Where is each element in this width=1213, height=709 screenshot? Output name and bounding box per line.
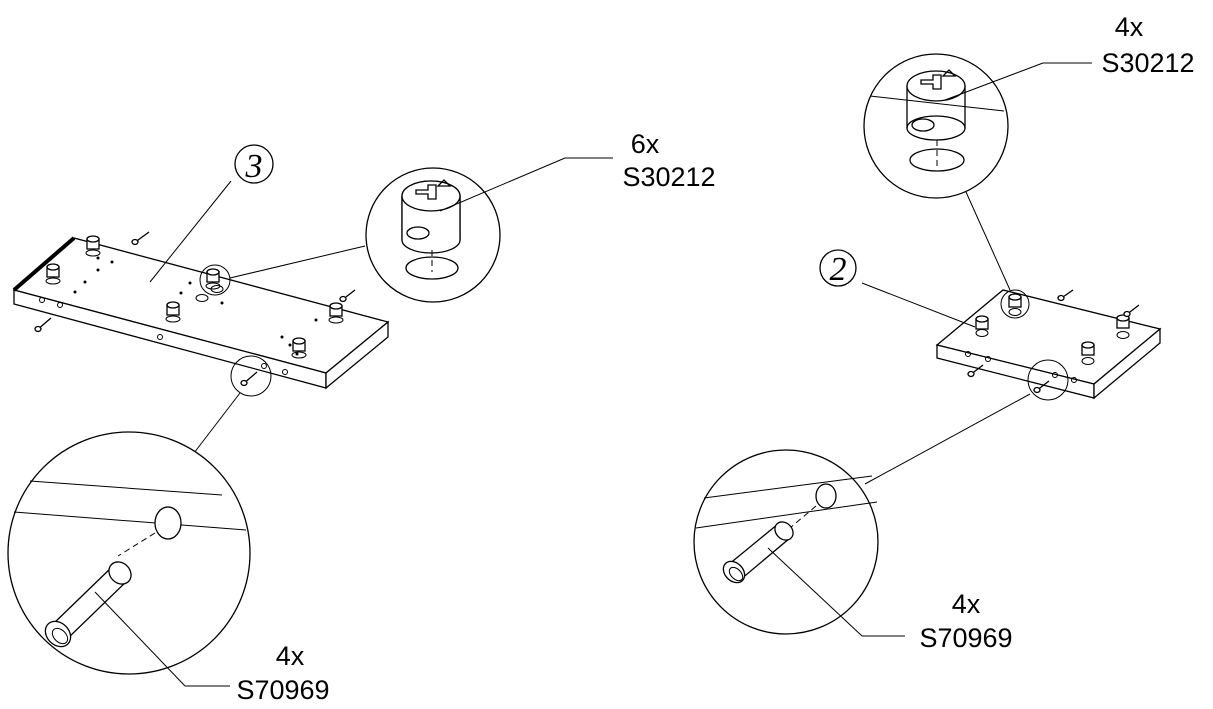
cam-lock bbox=[328, 302, 344, 324]
left-cam-zoom bbox=[365, 157, 613, 303]
left-cam-quantity: 6x bbox=[631, 129, 660, 159]
right-dowel-quantity: 4x bbox=[952, 589, 981, 619]
cam-lock bbox=[165, 301, 181, 323]
cam-lock bbox=[975, 315, 989, 330]
cam-lock bbox=[291, 337, 307, 359]
part-number-3: 3 bbox=[245, 148, 263, 185]
left-dowel-zoom bbox=[7, 431, 251, 687]
left-dowels bbox=[34, 231, 356, 387]
right-assembly: 2 4x S30212 4x S70969 bbox=[693, 12, 1195, 653]
right-cam-detail-marker bbox=[1000, 289, 1030, 319]
left-dowel-quantity: 4x bbox=[276, 641, 305, 671]
right-dowels bbox=[967, 289, 1140, 394]
cam-lock bbox=[1008, 293, 1022, 308]
cam-lock bbox=[205, 268, 221, 290]
cam-lock bbox=[85, 235, 101, 257]
right-dowel-detail-marker bbox=[1027, 359, 1069, 401]
right-panel bbox=[935, 289, 1162, 400]
right-cam-zoom bbox=[863, 53, 1092, 199]
part-number-3-badge: 3 bbox=[234, 144, 274, 185]
part-number-2-badge: 2 bbox=[819, 249, 857, 288]
left-assembly: 3 6x S30212 4x S70969 bbox=[7, 129, 716, 705]
part-number-2: 2 bbox=[830, 251, 847, 288]
right-dowel-code: S70969 bbox=[919, 623, 1012, 653]
right-cam-code: S30212 bbox=[1101, 48, 1194, 78]
left-cam-detail-marker bbox=[199, 264, 231, 296]
left-cam-code: S30212 bbox=[622, 162, 715, 192]
right-dowel-zoom bbox=[693, 449, 905, 637]
right-cam-locks bbox=[975, 293, 1130, 356]
cam-lock bbox=[1081, 341, 1095, 356]
left-dowel-detail-marker bbox=[230, 355, 272, 397]
right-cam-quantity: 4x bbox=[1115, 12, 1144, 42]
left-dowel-code: S70969 bbox=[236, 675, 329, 705]
left-cam-locks bbox=[45, 235, 344, 359]
cam-lock bbox=[45, 263, 61, 285]
